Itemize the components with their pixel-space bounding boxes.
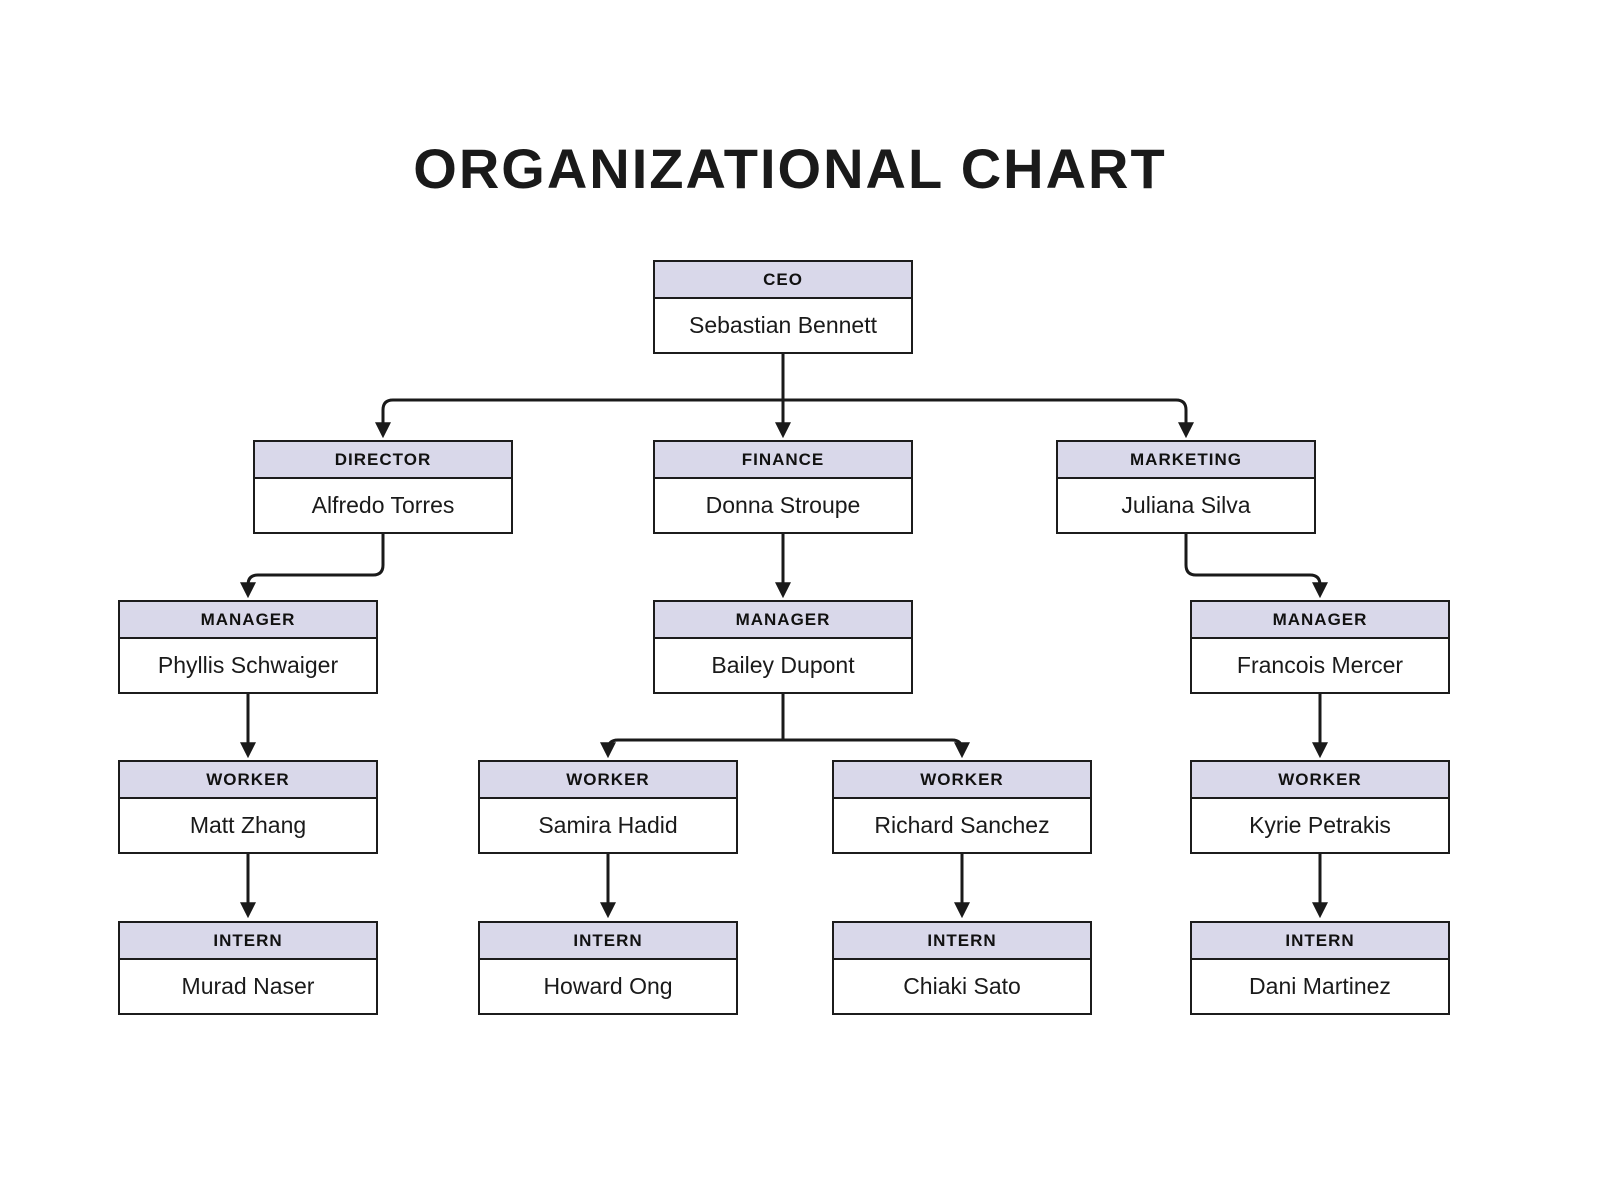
node-person-name: Phyllis Schwaiger <box>120 639 376 692</box>
node-role-header: DIRECTOR <box>255 442 511 479</box>
node-worker-director: WORKER Matt Zhang <box>118 760 378 854</box>
node-manager-director: MANAGER Phyllis Schwaiger <box>118 600 378 694</box>
node-intern-marketing: INTERN Dani Martinez <box>1190 921 1450 1015</box>
node-finance: FINANCE Donna Stroupe <box>653 440 913 534</box>
node-worker-finance-1: WORKER Samira Hadid <box>478 760 738 854</box>
node-role-header: CEO <box>655 262 911 299</box>
node-person-name: Howard Ong <box>480 960 736 1013</box>
node-worker-marketing: WORKER Kyrie Petrakis <box>1190 760 1450 854</box>
node-role-header: WORKER <box>1192 762 1448 799</box>
node-role-header: INTERN <box>480 923 736 960</box>
node-role-header: FINANCE <box>655 442 911 479</box>
node-marketing: MARKETING Juliana Silva <box>1056 440 1316 534</box>
node-role-header: WORKER <box>834 762 1090 799</box>
node-person-name: Sebastian Bennett <box>655 299 911 352</box>
node-role-header: WORKER <box>480 762 736 799</box>
node-person-name: Dani Martinez <box>1192 960 1448 1013</box>
node-manager-finance: MANAGER Bailey Dupont <box>653 600 913 694</box>
node-person-name: Richard Sanchez <box>834 799 1090 852</box>
node-person-name: Donna Stroupe <box>655 479 911 532</box>
node-worker-finance-2: WORKER Richard Sanchez <box>832 760 1092 854</box>
node-role-header: MANAGER <box>655 602 911 639</box>
node-person-name: Bailey Dupont <box>655 639 911 692</box>
node-role-header: MANAGER <box>1192 602 1448 639</box>
node-person-name: Samira Hadid <box>480 799 736 852</box>
page-title: ORGANIZATIONAL CHART <box>413 137 1167 200</box>
node-role-header: INTERN <box>834 923 1090 960</box>
node-role-header: MARKETING <box>1058 442 1314 479</box>
node-director: DIRECTOR Alfredo Torres <box>253 440 513 534</box>
node-role-header: INTERN <box>1192 923 1448 960</box>
node-intern-finance-1: INTERN Howard Ong <box>478 921 738 1015</box>
node-role-header: WORKER <box>120 762 376 799</box>
node-person-name: Francois Mercer <box>1192 639 1448 692</box>
node-person-name: Matt Zhang <box>120 799 376 852</box>
node-role-header: INTERN <box>120 923 376 960</box>
node-role-header: MANAGER <box>120 602 376 639</box>
node-person-name: Juliana Silva <box>1058 479 1314 532</box>
node-ceo: CEO Sebastian Bennett <box>653 260 913 354</box>
node-manager-marketing: MANAGER Francois Mercer <box>1190 600 1450 694</box>
node-intern-director: INTERN Murad Naser <box>118 921 378 1015</box>
node-person-name: Kyrie Petrakis <box>1192 799 1448 852</box>
node-person-name: Chiaki Sato <box>834 960 1090 1013</box>
node-intern-finance-2: INTERN Chiaki Sato <box>832 921 1092 1015</box>
node-person-name: Alfredo Torres <box>255 479 511 532</box>
node-person-name: Murad Naser <box>120 960 376 1013</box>
